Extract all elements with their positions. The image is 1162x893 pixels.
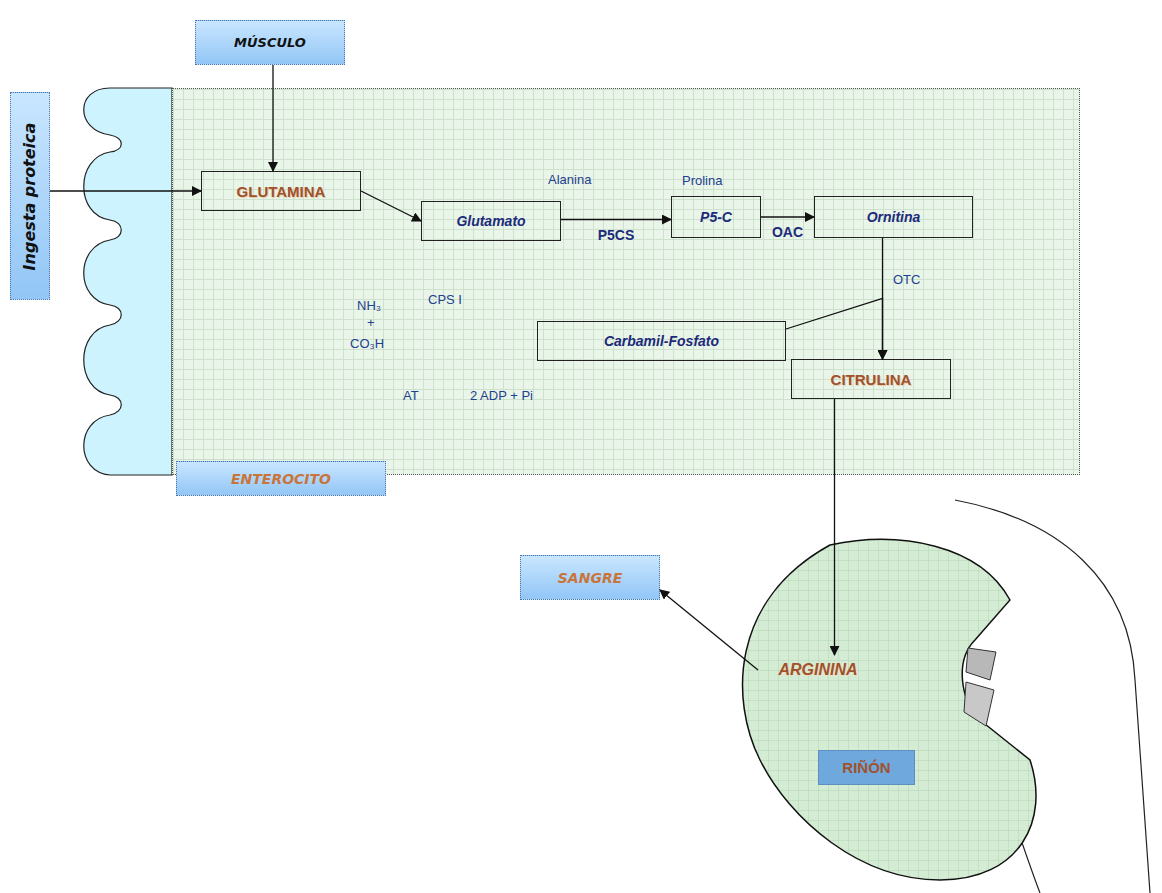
metabolite-box: Ornitina — [814, 196, 973, 238]
annotation-label: CO₃H — [350, 336, 384, 351]
node-text: MÚSCULO — [234, 35, 306, 50]
label-box: RIÑÓN — [818, 750, 915, 785]
node-text: CITRULINA — [831, 371, 912, 388]
edge-label-holder: P5CS — [598, 226, 635, 244]
node-text: P5-C — [700, 209, 732, 225]
annotation-label: Prolina — [682, 173, 722, 188]
connector-arrow — [761, 216, 814, 217]
enterocyte-panel: ENTEROCITOGLUTAMINAGlutamatoP5-COrnitina… — [172, 88, 1080, 475]
metabolite-box: CITRULINA — [791, 359, 951, 399]
annotation-label: CPS I — [428, 292, 462, 307]
label-holder: CO₃H — [350, 334, 384, 352]
destination-box: SANGRE — [520, 555, 660, 600]
annotation-label: NH₃ — [357, 298, 381, 313]
metabolite-box: Glutamato — [421, 201, 561, 241]
node-text: Ingesta proteica — [21, 122, 40, 270]
node-text: Ornitina — [867, 209, 921, 225]
node-text: SANGRE — [558, 570, 622, 586]
hilum-shape — [966, 648, 996, 680]
label-holder: NH₃ — [357, 296, 381, 314]
kidney-organ: RIÑÓN ARGININA — [728, 530, 1048, 885]
source-box: Ingesta proteica — [10, 92, 50, 300]
annotation-label: 2 ADP + Pi — [470, 388, 533, 403]
connector-arrow — [561, 219, 671, 220]
annotation-label: AT — [403, 388, 419, 403]
label-box: ENTEROCITO — [176, 461, 386, 496]
connector-arrow — [272, 65, 273, 171]
kidney-outline — [728, 530, 1048, 885]
connector-arrow — [834, 399, 835, 655]
label-holder: AT — [403, 386, 419, 404]
edge-label: P5CS — [598, 227, 635, 243]
metabolite-box: GLUTAMINA — [201, 171, 361, 211]
node-text: Carbamil-Fosfato — [604, 333, 719, 349]
label-holder: OTC — [893, 270, 920, 288]
source-box: MÚSCULO — [195, 20, 345, 65]
node-text: GLUTAMINA — [237, 183, 326, 200]
hilum-shape — [964, 682, 994, 726]
annotation-label: + — [367, 315, 375, 330]
node-text: Glutamato — [456, 213, 525, 229]
label-holder: Alanina — [548, 170, 591, 188]
connector-arrow — [786, 299, 883, 360]
label-holder: + — [367, 313, 375, 331]
kidney-shape — [743, 540, 1036, 880]
node-text: RIÑÓN — [842, 759, 890, 776]
node-text: ARGININA — [778, 661, 857, 679]
label-holder: CPS I — [428, 290, 462, 308]
metabolite-box: P5-C — [671, 196, 761, 238]
annotation-label: OTC — [893, 272, 920, 287]
edge-label: OAC — [772, 224, 803, 240]
edge-label-holder: OAC — [772, 223, 803, 241]
annotation-label: Alanina — [548, 172, 591, 187]
connector-arrow — [882, 238, 883, 359]
metabolite-box: Carbamil-Fosfato — [537, 321, 786, 361]
node-text: ENTEROCITO — [231, 471, 331, 487]
connector-arrow — [361, 191, 421, 221]
label-holder: Prolina — [682, 171, 722, 189]
label-holder: 2 ADP + Pi — [470, 386, 533, 404]
connector-arrow — [660, 590, 758, 670]
metabolite-text-node: ARGININA — [758, 655, 878, 685]
connector-arrow — [50, 190, 201, 191]
intestinal-villi — [84, 88, 172, 475]
